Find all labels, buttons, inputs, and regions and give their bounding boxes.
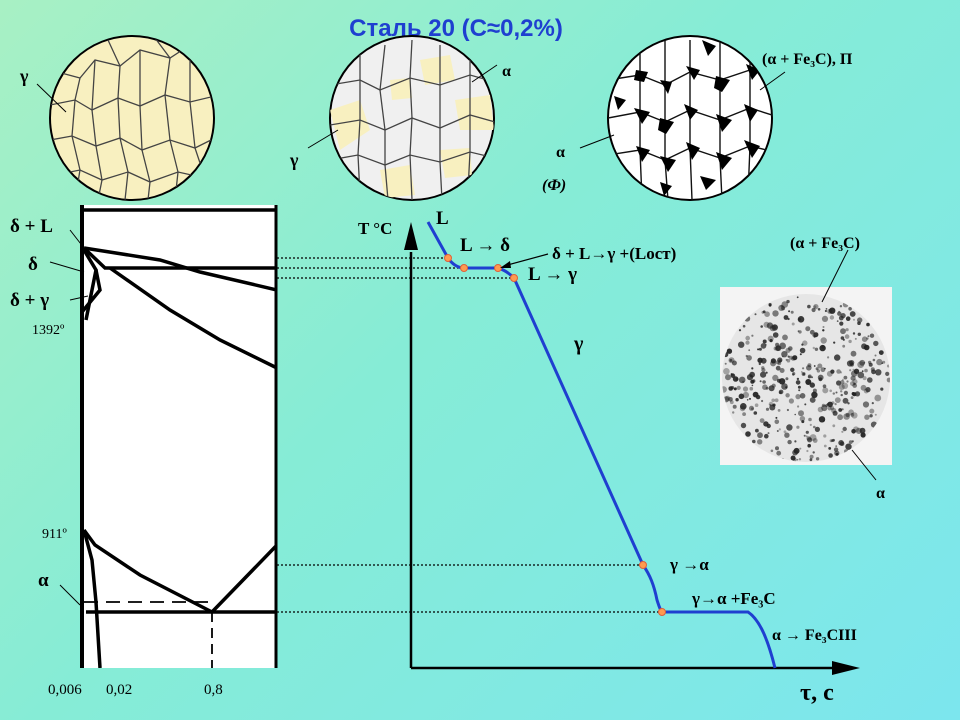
curve-l-to-delta-label: L → δ <box>460 235 510 256</box>
pd-tick-0006: 0,006 <box>48 682 82 698</box>
pd-tick-08: 0,8 <box>204 682 223 698</box>
micro3-alpha-label: α <box>556 144 565 161</box>
curve-eutectoid-label: γ→α +Fe₃C <box>691 589 776 608</box>
photomicrograph <box>720 249 892 481</box>
pd-temp-1392: 1392º <box>32 323 65 338</box>
pd-tick-002: 0,02 <box>106 682 132 698</box>
pd-delta-liquid-label: δ + L <box>10 216 53 237</box>
phase-diagram-fragment <box>49 205 278 668</box>
critical-points <box>444 254 666 616</box>
microstructure-ferrite-pearlite <box>579 35 786 201</box>
y-axis-label: T °C <box>358 219 392 238</box>
curve-gamma-label: γ <box>573 333 584 355</box>
curve-gamma-to-alpha-label: γ →α <box>669 555 709 574</box>
page-title: Сталь 20 (С≈0,2%) <box>349 15 563 42</box>
micro2-gamma-label: γ <box>289 150 299 170</box>
micro3-pearlite-label: (α + Fe₃C), П <box>762 51 853 68</box>
micro2-alpha-label: α <box>502 63 511 80</box>
curve-tertiary-cementite-label: α → Fe₃CIII <box>772 627 857 644</box>
pd-delta-label: δ <box>28 254 38 275</box>
cooling-curve-axes <box>404 222 860 675</box>
x-axis-label: τ, с <box>800 680 834 706</box>
pd-temp-911: 911º <box>42 527 67 542</box>
curve-l-to-gamma-label: L → γ <box>528 264 577 285</box>
micro1-gamma-label: γ <box>19 66 29 86</box>
pd-delta-gamma-label: δ + γ <box>10 290 49 311</box>
microstructure-ferrite-austenite <box>307 35 498 201</box>
micro3-phi-label: (Ф) <box>542 177 566 194</box>
curve-peritectic-label: δ + L→γ +(Lост) <box>552 244 676 263</box>
microstructure-austenite <box>36 35 215 201</box>
curve-liquid-label: L <box>436 208 449 229</box>
photo-pearlite-label: (α + Fe₃C) <box>790 235 860 252</box>
photo-alpha-label: α <box>876 485 885 502</box>
pd-alpha-label: α <box>38 570 49 591</box>
projection-lines <box>277 257 662 613</box>
